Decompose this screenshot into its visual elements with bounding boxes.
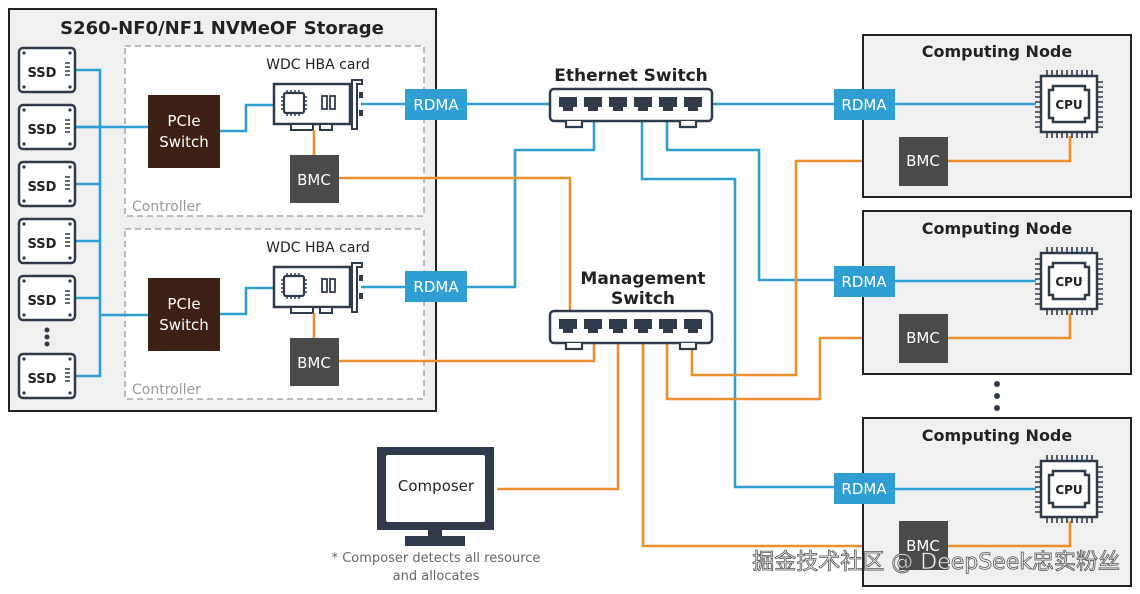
bmc-label: BMC (297, 354, 331, 372)
ssd-drive: SSD (17, 274, 77, 322)
bmc-node-3 (899, 521, 948, 570)
rdma-node-2 (834, 266, 895, 297)
vertical-ellipsis-icon (994, 381, 1000, 411)
ssd-drive: SSD (17, 352, 77, 400)
computing-node-title: Computing Node (922, 219, 1073, 238)
management-switch-label: Management (580, 269, 705, 289)
computing-node-title: Computing Node (922, 426, 1073, 445)
hba-card-2-label: WDC HBA card (266, 240, 370, 256)
pcie-label: Switch (159, 133, 209, 151)
ssd-drive: SSD (17, 217, 77, 265)
ssd-bus (75, 68, 405, 378)
composer-label: Composer (398, 477, 475, 495)
ssd-drive: SSD (17, 46, 77, 94)
bmc-label: BMC (297, 171, 331, 189)
storage-title: S260-NF0/NF1 NVMeOF Storage (60, 18, 384, 39)
pcie-label: PCIe (167, 112, 200, 130)
svg-text:SSD: SSD (28, 237, 57, 252)
rdma-node-1 (834, 89, 895, 120)
management-switch-label: Switch (611, 289, 675, 309)
svg-text:SSD: SSD (28, 180, 57, 195)
hba-card-icon (272, 261, 365, 315)
computing-node-title: Computing Node (922, 42, 1073, 61)
monitor-icon (377, 447, 494, 546)
svg-text:SSD: SSD (28, 372, 57, 387)
rdma-label: RDMA (841, 273, 887, 291)
bmc-label: BMC (906, 152, 940, 170)
composer-note-line1: * Composer detects all resource (332, 551, 541, 566)
composer-note-line2: and allocates (393, 569, 480, 584)
pcie-switch-2 (148, 278, 220, 351)
cpu-label: CPU (1055, 98, 1082, 112)
pcie-label: Switch (159, 316, 209, 334)
watermark-text: 掘金技术社区 @ DeepSeek忠实粉丝 (752, 550, 1120, 575)
cpu-label: CPU (1055, 483, 1082, 497)
bmc-node-2 (899, 314, 948, 363)
ethernet-switch-label: Ethernet Switch (554, 66, 708, 86)
ethernet-switch-icon (550, 89, 712, 127)
rdma-label: RDMA (413, 96, 459, 114)
bmc-storage-1 (290, 155, 339, 203)
bmc-storage-2 (290, 338, 339, 386)
rdma-storage-2 (405, 271, 467, 302)
bmc-node-1 (899, 137, 948, 186)
hba-card-icon (272, 78, 365, 132)
svg-text:SSD: SSD (28, 66, 57, 81)
rdma-label: RDMA (413, 278, 459, 296)
bmc-label: BMC (906, 537, 940, 555)
rdma-label: RDMA (841, 480, 887, 498)
pcie-label: PCIe (167, 295, 200, 313)
rdma-node-3 (834, 473, 895, 504)
rdma-storage-1 (405, 89, 467, 120)
controller-2-label: Controller (132, 382, 201, 398)
controller-1-label: Controller (132, 199, 201, 215)
cpu-label: CPU (1055, 275, 1082, 289)
management-switch-icon (550, 311, 712, 349)
ssd-drive: SSD (17, 160, 77, 208)
pcie-switch-1 (148, 95, 220, 168)
vertical-ellipsis-icon (44, 327, 50, 347)
svg-text:SSD: SSD (28, 123, 57, 138)
hba-card-1-label: WDC HBA card (266, 57, 370, 73)
svg-text:SSD: SSD (28, 294, 57, 309)
ssd-drive: SSD (17, 103, 77, 151)
bmc-label: BMC (906, 329, 940, 347)
rdma-label: RDMA (841, 96, 887, 114)
